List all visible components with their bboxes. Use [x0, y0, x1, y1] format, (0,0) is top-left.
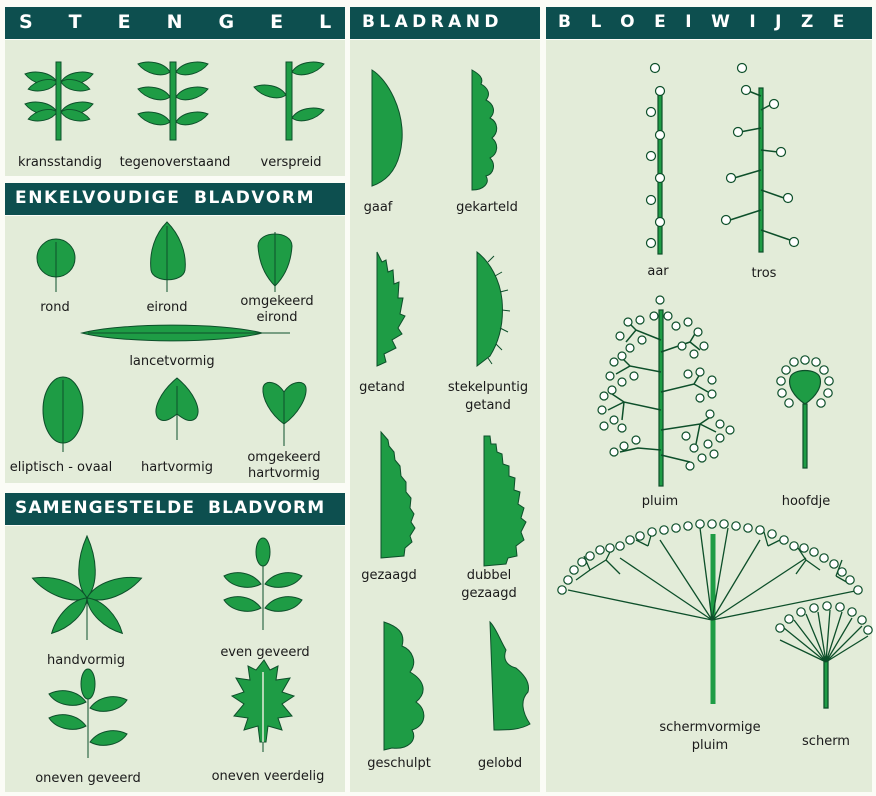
label-schermvormige-pluim-line2: pluim — [650, 738, 770, 754]
kransstandig-illustration — [25, 62, 93, 140]
label-tros: tros — [742, 266, 786, 282]
omgekeerd-eirond-leaf — [258, 232, 292, 292]
hartvormig-leaf — [156, 378, 198, 440]
label-omgekeerd-eirond-line1: omgekeerd — [232, 294, 322, 310]
label-dubbel-gezaagd-line1: dubbel — [454, 568, 524, 584]
oneven-geveerd-illustration — [49, 669, 127, 758]
label-geschulpt: geschulpt — [360, 756, 438, 772]
label-gekarteld: gekarteld — [445, 200, 529, 216]
label-rond: rond — [25, 300, 85, 316]
aar-illustration — [647, 64, 665, 255]
gelobd-leaf — [490, 622, 530, 730]
stekelpuntig-getand-leaf — [477, 252, 510, 366]
label-oneven-veerdelig: oneven veerdelig — [200, 769, 336, 785]
gekarteld-leaf — [472, 70, 497, 190]
label-hoofdje: hoofdje — [770, 494, 842, 510]
label-eirond: eirond — [137, 300, 197, 316]
label-gezaagd: gezaagd — [356, 568, 422, 584]
label-dubbel-gezaagd-line2: gezaagd — [454, 586, 524, 602]
label-verspreid: verspreid — [250, 155, 332, 171]
scherm-illustration — [776, 602, 872, 708]
label-stekelpuntig-line1: stekelpuntig — [440, 380, 536, 396]
label-pluim: pluim — [632, 494, 688, 510]
geschulpt-leaf — [384, 622, 424, 750]
label-stekelpuntig-line2: getand — [440, 398, 536, 414]
label-getand: getand — [352, 380, 412, 396]
gaaf-leaf — [372, 70, 402, 186]
verspreid-illustration — [254, 62, 324, 140]
label-hartvormig: hartvormig — [136, 460, 218, 476]
eliptisch-ovaal-leaf — [43, 377, 83, 452]
label-kransstandig: kransstandig — [14, 155, 106, 171]
oneven-veerdelig-illustration — [232, 660, 294, 752]
rond-leaf — [37, 239, 75, 292]
lancetvormig-leaf — [82, 325, 290, 341]
label-even-geveerd: even geveerd — [210, 645, 320, 661]
handvormig-illustration — [30, 536, 145, 640]
omgekeerd-hartvormig-leaf — [263, 382, 306, 446]
tros-illustration — [722, 64, 799, 253]
hoofdje-illustration — [777, 356, 833, 468]
label-schermvormige-pluim-line1: schermvormige — [650, 720, 770, 736]
label-gelobd: gelobd — [470, 756, 530, 772]
pluim-illustration — [598, 296, 734, 486]
label-oneven-geveerd: oneven geveerd — [28, 771, 148, 787]
label-omgekeerd-hartvormig-line2: hartvormig — [238, 466, 330, 482]
label-scherm: scherm — [794, 734, 858, 750]
label-lancetvormig: lancetvormig — [122, 354, 222, 370]
label-aar: aar — [638, 264, 678, 280]
gezaagd-leaf — [381, 432, 415, 558]
label-handvormig: handvormig — [36, 653, 136, 669]
getand-leaf — [377, 252, 405, 366]
even-geveerd-illustration — [224, 538, 302, 630]
tegenoverstaand-illustration — [138, 62, 208, 140]
label-tegenoverstaand: tegenoverstaand — [112, 155, 238, 171]
label-omgekeerd-eirond-line2: eirond — [232, 310, 322, 326]
label-eliptisch-ovaal: eliptisch - ovaal — [6, 460, 116, 476]
eirond-leaf — [151, 222, 186, 292]
label-omgekeerd-hartvormig-line1: omgekeerd — [238, 450, 330, 466]
label-gaaf: gaaf — [356, 200, 400, 216]
dubbel-gezaagd-leaf — [484, 436, 526, 566]
